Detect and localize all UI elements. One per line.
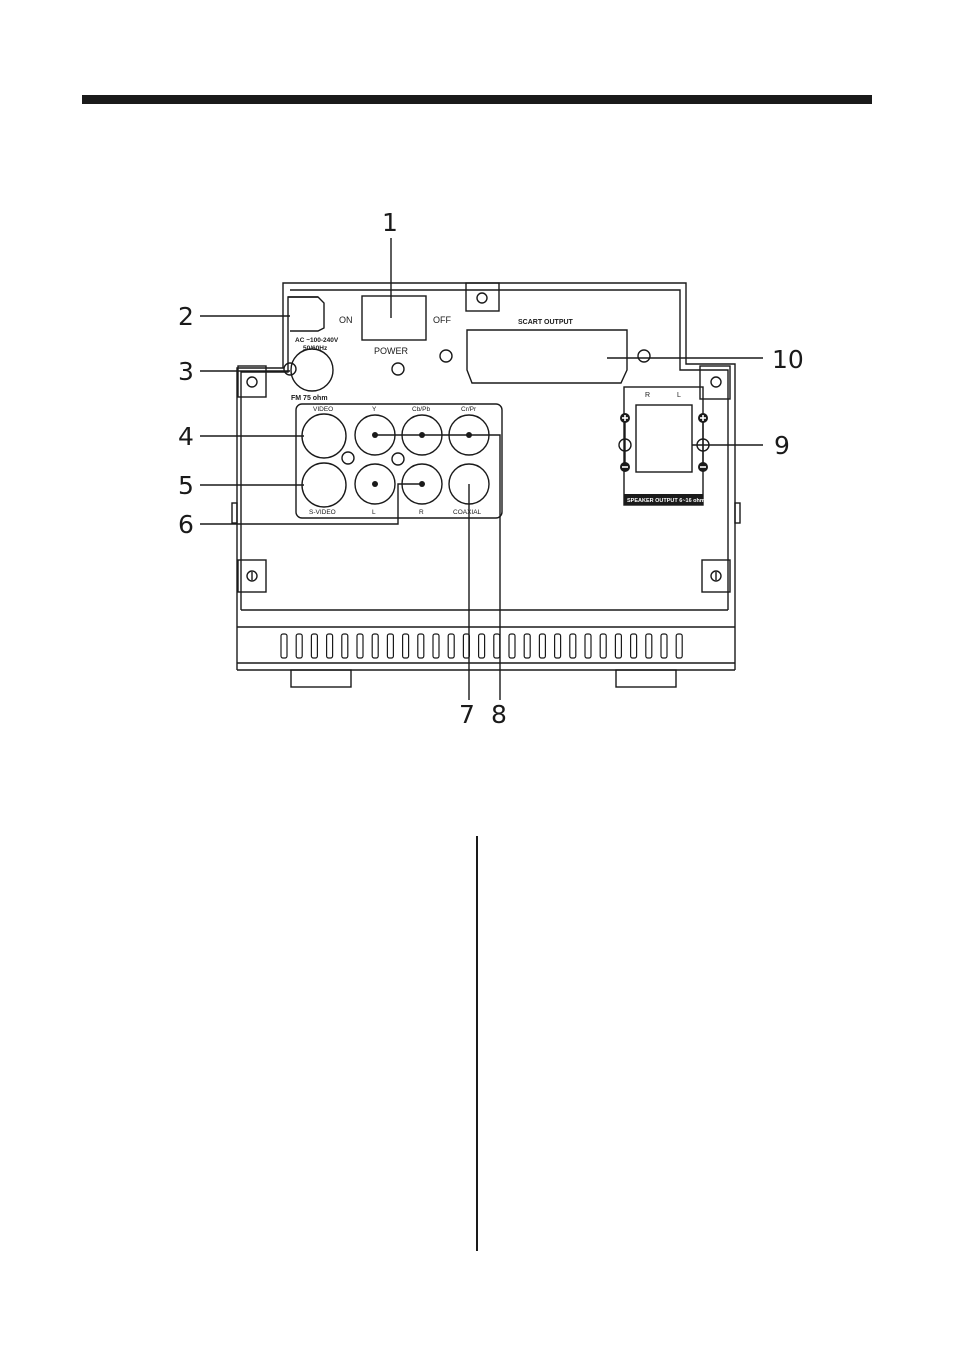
scart-connector <box>467 330 627 383</box>
column-divider <box>476 836 478 1251</box>
vent-slot <box>585 634 591 658</box>
foot-right <box>616 670 676 687</box>
callout-7: 7 <box>459 700 475 729</box>
label-ac-voltage: AC ~100-240V <box>295 337 339 344</box>
vent-slot <box>342 634 348 658</box>
label-on: ON <box>339 315 353 325</box>
vent-slot <box>357 634 363 658</box>
vent-slot <box>448 634 454 658</box>
vent-slot <box>524 634 530 658</box>
video-jack <box>302 414 346 458</box>
mount-tab-top <box>466 283 499 311</box>
callout-6: 6 <box>178 510 194 539</box>
label-speaker-output: SPEAKER OUTPUT 6~16 ohm <box>627 498 705 504</box>
label-scart-output: SCART OUTPUT <box>518 319 574 326</box>
vent-slot <box>646 634 652 658</box>
screw <box>392 363 404 375</box>
vent-slot <box>281 634 287 658</box>
label-y: Y <box>372 406 377 413</box>
vent-slot <box>555 634 561 658</box>
vent-slot <box>494 634 500 658</box>
label-s-video: S-VIDEO <box>309 509 336 516</box>
vent-slot <box>296 634 302 658</box>
callout-10: 10 <box>772 345 804 374</box>
vent-slot <box>570 634 576 658</box>
label-video: VIDEO <box>313 406 333 413</box>
screw <box>284 363 296 375</box>
vent-slot <box>539 634 545 658</box>
vent-slot <box>403 634 409 658</box>
vent-slot <box>311 634 317 658</box>
label-cr-pr: Cr/Pr <box>461 406 477 413</box>
s-video-jack <box>302 463 346 507</box>
label-audio-r: R <box>419 509 424 516</box>
av-jack-panel <box>296 404 502 518</box>
callout-4: 4 <box>178 422 194 451</box>
vent-slot <box>631 634 637 658</box>
vent-slot <box>615 634 621 658</box>
foot-left <box>291 670 351 687</box>
label-speaker-r: R <box>645 392 650 399</box>
label-off: OFF <box>433 315 451 325</box>
vent-slot <box>387 634 393 658</box>
callout-3: 3 <box>178 357 194 386</box>
screw <box>638 350 650 362</box>
label-power: POWER <box>374 346 409 356</box>
callout-5: 5 <box>178 471 194 500</box>
callout-2: 2 <box>178 302 194 331</box>
vent-slot <box>433 634 439 658</box>
callout-9: 9 <box>774 431 790 460</box>
label-fm: FM 75 ohm <box>291 395 328 402</box>
vent-slot <box>509 634 515 658</box>
vent-slot <box>600 634 606 658</box>
ac-power-socket <box>291 349 333 391</box>
label-coaxial: COAXIAL <box>453 509 482 516</box>
power-switch <box>362 296 426 340</box>
label-cb-pb: Cb/Pb <box>412 406 430 413</box>
label-speaker-l: L <box>677 392 681 399</box>
vent-slot <box>676 634 682 658</box>
callout-1: 1 <box>382 208 398 237</box>
vent-slot <box>372 634 378 658</box>
vent-slot <box>418 634 424 658</box>
vent-slots <box>281 634 682 658</box>
vent-slot <box>661 634 667 658</box>
mount-tab-right-top <box>700 366 730 399</box>
vent-slot <box>327 634 333 658</box>
callout-8: 8 <box>491 700 507 729</box>
label-ac-frequency: 50/60Hz <box>303 345 328 352</box>
vent-slot <box>479 634 485 658</box>
label-audio-l: L <box>372 509 376 516</box>
screw <box>440 350 452 362</box>
